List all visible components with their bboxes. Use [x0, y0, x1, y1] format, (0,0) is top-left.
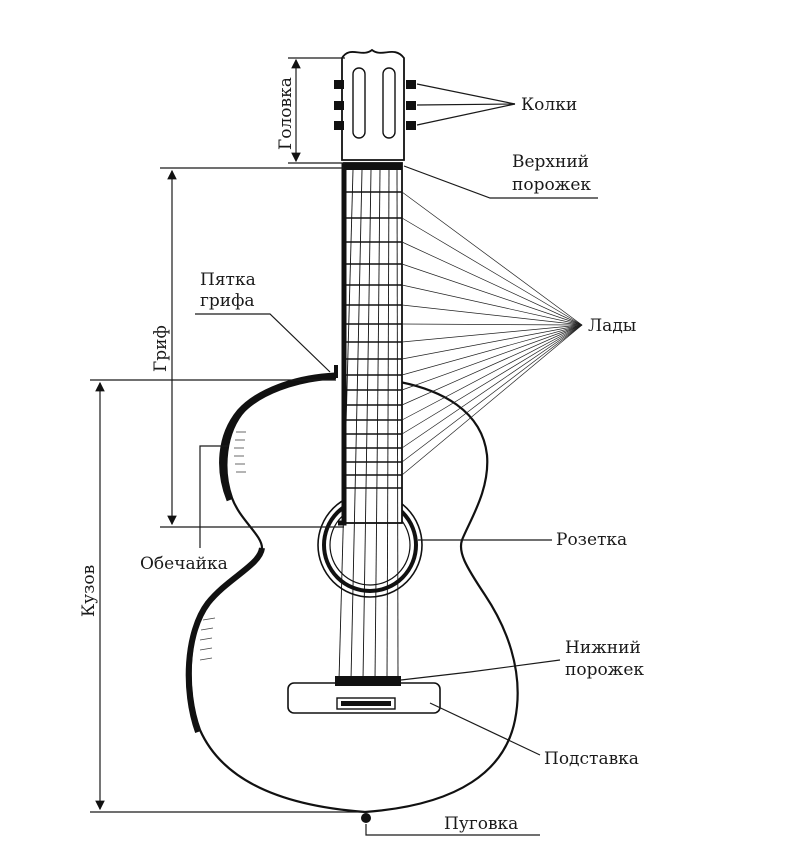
- label-verkhniy-line1: Верхний: [512, 152, 589, 172]
- guitar-body: [185, 372, 519, 814]
- tuning-pegs: [334, 80, 416, 130]
- dimension-lines: [90, 57, 365, 813]
- label-grif: Гриф: [151, 325, 171, 372]
- label-kuzov: Кузов: [79, 565, 99, 617]
- side-hatching: [199, 431, 246, 661]
- side-edge-bottom: [185, 547, 265, 734]
- label-nizhniy-line2: порожек: [565, 660, 644, 680]
- end-pin: [361, 813, 371, 823]
- label-pyatka-line2: грифа: [200, 291, 255, 311]
- label-nizhniy-line1: Нижний: [565, 638, 641, 658]
- labels: Головка Колки Верхний порожек Пятка гриф…: [79, 77, 644, 834]
- leader-lines: [195, 83, 598, 836]
- label-podstavka: Подставка: [544, 749, 639, 769]
- label-kolki: Колки: [521, 95, 577, 115]
- neck: [334, 162, 403, 681]
- headstock: [334, 48, 416, 161]
- strings: [338, 169, 399, 681]
- label-lady: Лады: [588, 316, 636, 336]
- label-verkhniy-line2: порожек: [512, 175, 591, 195]
- fret-leaders: [401, 191, 583, 476]
- label-pugovka: Пуговка: [444, 814, 518, 834]
- label-obechayka: Обечайка: [140, 554, 228, 574]
- nut: [344, 163, 402, 170]
- label-rozetka: Розетка: [556, 530, 627, 550]
- side-edge-top: [219, 372, 336, 502]
- label-pyatka-line1: Пятка: [200, 270, 256, 290]
- saddle: [335, 676, 401, 686]
- label-golovka: Головка: [276, 77, 296, 150]
- bridge: [287, 676, 441, 714]
